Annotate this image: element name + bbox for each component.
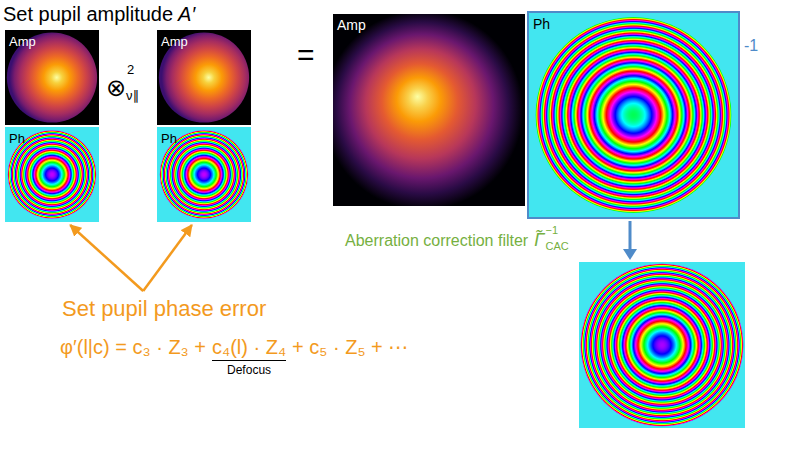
image-tag: Ph bbox=[533, 16, 550, 32]
image-tag: Amp bbox=[9, 35, 36, 50]
image-ground bbox=[157, 127, 251, 222]
image-tag: Amp bbox=[337, 17, 366, 33]
pupil-drawing bbox=[333, 14, 525, 206]
superscript: 2 bbox=[127, 63, 134, 78]
filter-arrow-shaft bbox=[629, 221, 632, 250]
formula-note: Defocus bbox=[227, 364, 271, 378]
amplitude-image: Amp bbox=[5, 30, 99, 125]
superscript: −1 bbox=[545, 224, 558, 237]
pupil-picture bbox=[333, 14, 525, 206]
subscript: CAC bbox=[545, 240, 568, 253]
image-tag: Ph bbox=[9, 132, 25, 147]
phase-rings bbox=[8, 130, 96, 218]
pupil-drawing bbox=[157, 127, 251, 222]
amplitude-pupil bbox=[7, 32, 97, 122]
image-ground bbox=[579, 262, 745, 428]
filter-caption: Aberration correction filter bbox=[345, 232, 528, 250]
heading-text: Set pupil phase error bbox=[62, 296, 266, 321]
phase-error-heading: Set pupil phase error bbox=[58, 294, 271, 324]
filter-symbol: Γ̃ bbox=[534, 230, 544, 251]
image-ground bbox=[529, 13, 738, 217]
pupil-drawing bbox=[5, 30, 99, 125]
pupil-picture bbox=[529, 13, 738, 217]
equals-sign: = bbox=[297, 38, 315, 73]
image-ground bbox=[333, 14, 525, 206]
pupil-drawing bbox=[5, 127, 99, 222]
operator-symbol: ⊗ bbox=[106, 74, 126, 102]
subscript: ν∥ bbox=[126, 89, 139, 104]
filter-phase-image bbox=[579, 262, 745, 428]
phase-rings bbox=[160, 130, 248, 218]
section-heading: Set pupil amplitude bbox=[3, 3, 173, 26]
amplitude-blob bbox=[333, 14, 525, 206]
image-ground bbox=[5, 127, 99, 222]
image-tag: Ph bbox=[161, 132, 177, 147]
pupil-drawing bbox=[529, 13, 738, 217]
amplitude-symbol: A′ bbox=[178, 3, 195, 26]
formula-part: c₄(l) · Z₄ bbox=[212, 336, 286, 361]
inverse-exponent: -1 bbox=[744, 37, 758, 55]
phase-rings bbox=[536, 17, 732, 213]
amplitude-image: Amp bbox=[333, 14, 525, 206]
amplitude-pupil bbox=[159, 32, 249, 122]
phase-image: Ph bbox=[157, 127, 251, 222]
phase-image: Ph bbox=[5, 127, 99, 222]
image-ground bbox=[5, 30, 99, 125]
pointer-arrow bbox=[143, 225, 192, 291]
pupil-drawing bbox=[157, 30, 251, 125]
formula-part: φ′(l|c) = c₃ · Z₃ + bbox=[60, 336, 206, 359]
image-tag: Amp bbox=[161, 35, 188, 50]
filter-arrow-head bbox=[623, 249, 637, 260]
inverted-phase-box: Ph-1 bbox=[527, 11, 740, 219]
image-ground bbox=[157, 30, 251, 125]
amplitude-image: Amp bbox=[157, 30, 251, 125]
formula-part: + c₅ · Z₅ + ⋯ bbox=[292, 336, 408, 359]
phase-rings bbox=[581, 264, 744, 427]
pointer-arrow bbox=[70, 225, 143, 291]
